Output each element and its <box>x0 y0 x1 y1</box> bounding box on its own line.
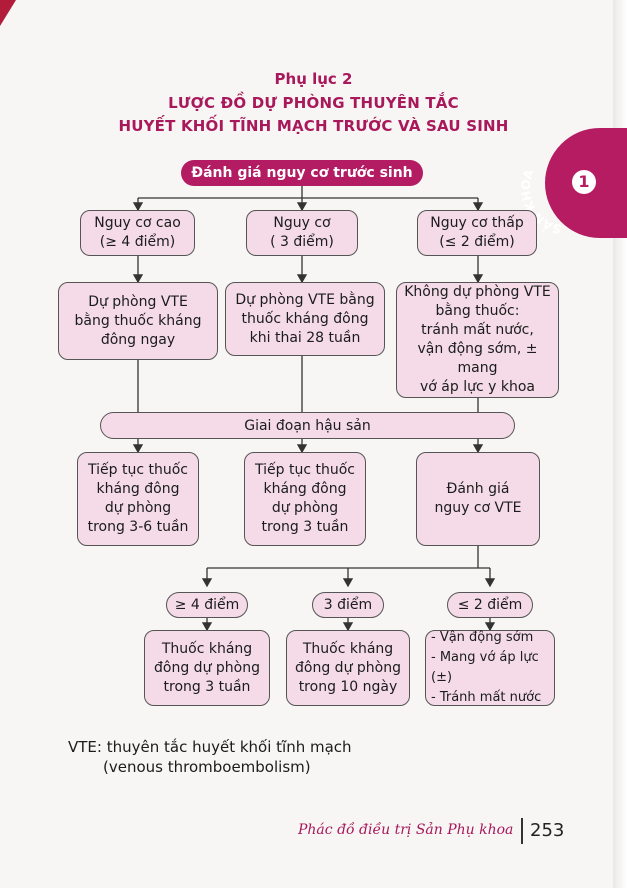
appendix-label: Phụ lục 2 <box>274 70 353 88</box>
footer-divider <box>521 818 523 844</box>
page-title-line-2: HUYẾT KHỐI TĨNH MẠCH TRƯỚC VÀ SAU SINH <box>118 117 509 135</box>
antenatal-medium-box: Dự phòng VTE bằng thuốc kháng đông khi t… <box>225 282 385 356</box>
page-number: 253 <box>530 820 565 841</box>
risk-medium-score: ( 3 điểm) <box>270 234 334 250</box>
antenatal-low-box: Không dự phòng VTE bằng thuốc: tránh mất… <box>396 282 559 398</box>
final-medium-line-3: trong 10 ngày <box>298 678 398 695</box>
score-medium-pill: 3 điểm <box>312 592 384 618</box>
postnatal-high-line-4: trong 3-6 tuần <box>87 519 189 535</box>
postnatal-reassess-line-1: Đánh giá <box>446 481 510 497</box>
risk-medium-label: Nguy cơ <box>273 215 331 231</box>
risk-low-score: (≤ 2 điểm) <box>439 234 515 250</box>
postnatal-high-line-1: Tiếp tục thuốc <box>88 462 188 478</box>
antenatal-medium-line-2: thuốc kháng đông <box>241 310 369 327</box>
score-low-label: ≤ 2 điểm <box>457 597 523 613</box>
postnatal-medium-line-2: kháng đông <box>263 481 347 497</box>
antenatal-high-box: Dự phòng VTE bằng thuốc kháng đông ngay <box>58 282 218 360</box>
antenatal-low-line-4: vận động sớm, ± mang <box>417 341 538 376</box>
postnatal-medium-box: Tiếp tục thuốc kháng đông dự phòng trong… <box>244 452 366 546</box>
book-title: Phác đồ điều trị Sản Phụ khoa <box>298 822 514 838</box>
postnatal-reassess-line-2: nguy cơ VTE <box>434 500 522 516</box>
risk-high-score: (≥ 4 điểm) <box>99 234 176 250</box>
postnatal-medium-line-4: trong 3 tuần <box>261 519 349 535</box>
antenatal-high-line-2: bằng thuốc kháng <box>74 312 202 329</box>
risk-high-label: Nguy cơ cao <box>94 215 181 231</box>
antenatal-low-line-1: Không dự phòng VTE <box>404 284 551 300</box>
corner-ribbon <box>0 0 16 26</box>
postnatal-reassess-box: Đánh giá nguy cơ VTE <box>416 452 540 546</box>
antenatal-low-line-5: vớ áp lực y khoa <box>420 379 535 395</box>
postnatal-high-box: Tiếp tục thuốc kháng đông dự phòng trong… <box>77 452 199 546</box>
score-high-pill: ≥ 4 điểm <box>166 592 248 618</box>
vte-footnote-line-1: VTE: thuyên tắc huyết khối tĩnh mạch <box>68 738 352 756</box>
final-medium-line-2: đông dự phòng <box>295 659 401 676</box>
final-medium-line-1: Thuốc kháng <box>302 640 394 657</box>
final-low-line-2: - Mang vớ áp lực (±) <box>431 650 539 685</box>
antenatal-low-line-2: bằng thuốc: <box>435 303 520 319</box>
risk-low-box: Nguy cơ thấp (≤ 2 điểm) <box>417 210 537 256</box>
antenatal-high-line-3: đông ngay <box>100 331 176 348</box>
antenatal-medium-line-1: Dự phòng VTE bằng <box>235 291 375 308</box>
final-low-line-1: - Vận động sớm <box>431 630 534 645</box>
risk-medium-box: Nguy cơ ( 3 điểm) <box>246 210 358 256</box>
final-high-line-3: trong 3 tuần <box>163 678 251 695</box>
postnatal-high-line-2: kháng đông <box>96 481 180 497</box>
postnatal-high-line-3: dự phòng <box>104 500 172 516</box>
final-high-line-1: Thuốc kháng <box>161 640 253 657</box>
score-high-label: ≥ 4 điểm <box>174 597 240 613</box>
antenatal-high-line-1: Dự phòng VTE <box>88 293 188 310</box>
final-low-line-3: - Tránh mất nước <box>431 690 542 705</box>
postnatal-medium-line-3: dự phòng <box>271 500 339 516</box>
antenatal-medium-line-3: khi thai 28 tuần <box>249 329 361 346</box>
score-low-pill: ≤ 2 điểm <box>447 592 533 618</box>
final-high-box: Thuốc kháng đông dự phòng trong 3 tuần <box>144 630 270 706</box>
vte-footnote-line-2: (venous thromboembolism) <box>103 758 311 776</box>
final-low-box: - Vận động sớm - Mang vớ áp lực (±) - Tr… <box>425 630 555 706</box>
antenatal-low-line-3: tránh mất nước, <box>421 322 534 338</box>
postpartum-stage-label: Giai đoạn hậu sản <box>244 417 371 434</box>
risk-high-box: Nguy cơ cao (≥ 4 điểm) <box>80 210 195 256</box>
final-high-line-2: đông dự phòng <box>154 659 260 676</box>
postpartum-stage-bar: Giai đoạn hậu sản <box>100 412 515 439</box>
risk-low-label: Nguy cơ thấp <box>430 215 524 231</box>
page-title-line-1: LƯỢC ĐỒ DỰ PHÒNG THUYÊN TẮC <box>168 94 459 112</box>
antenatal-assessment-banner: Đánh giá nguy cơ trước sinh <box>181 160 423 186</box>
final-medium-box: Thuốc kháng đông dự phòng trong 10 ngày <box>286 630 410 706</box>
postnatal-medium-line-1: Tiếp tục thuốc <box>255 462 355 478</box>
score-medium-label: 3 điểm <box>323 597 373 613</box>
chapter-number: 1 <box>572 170 596 194</box>
